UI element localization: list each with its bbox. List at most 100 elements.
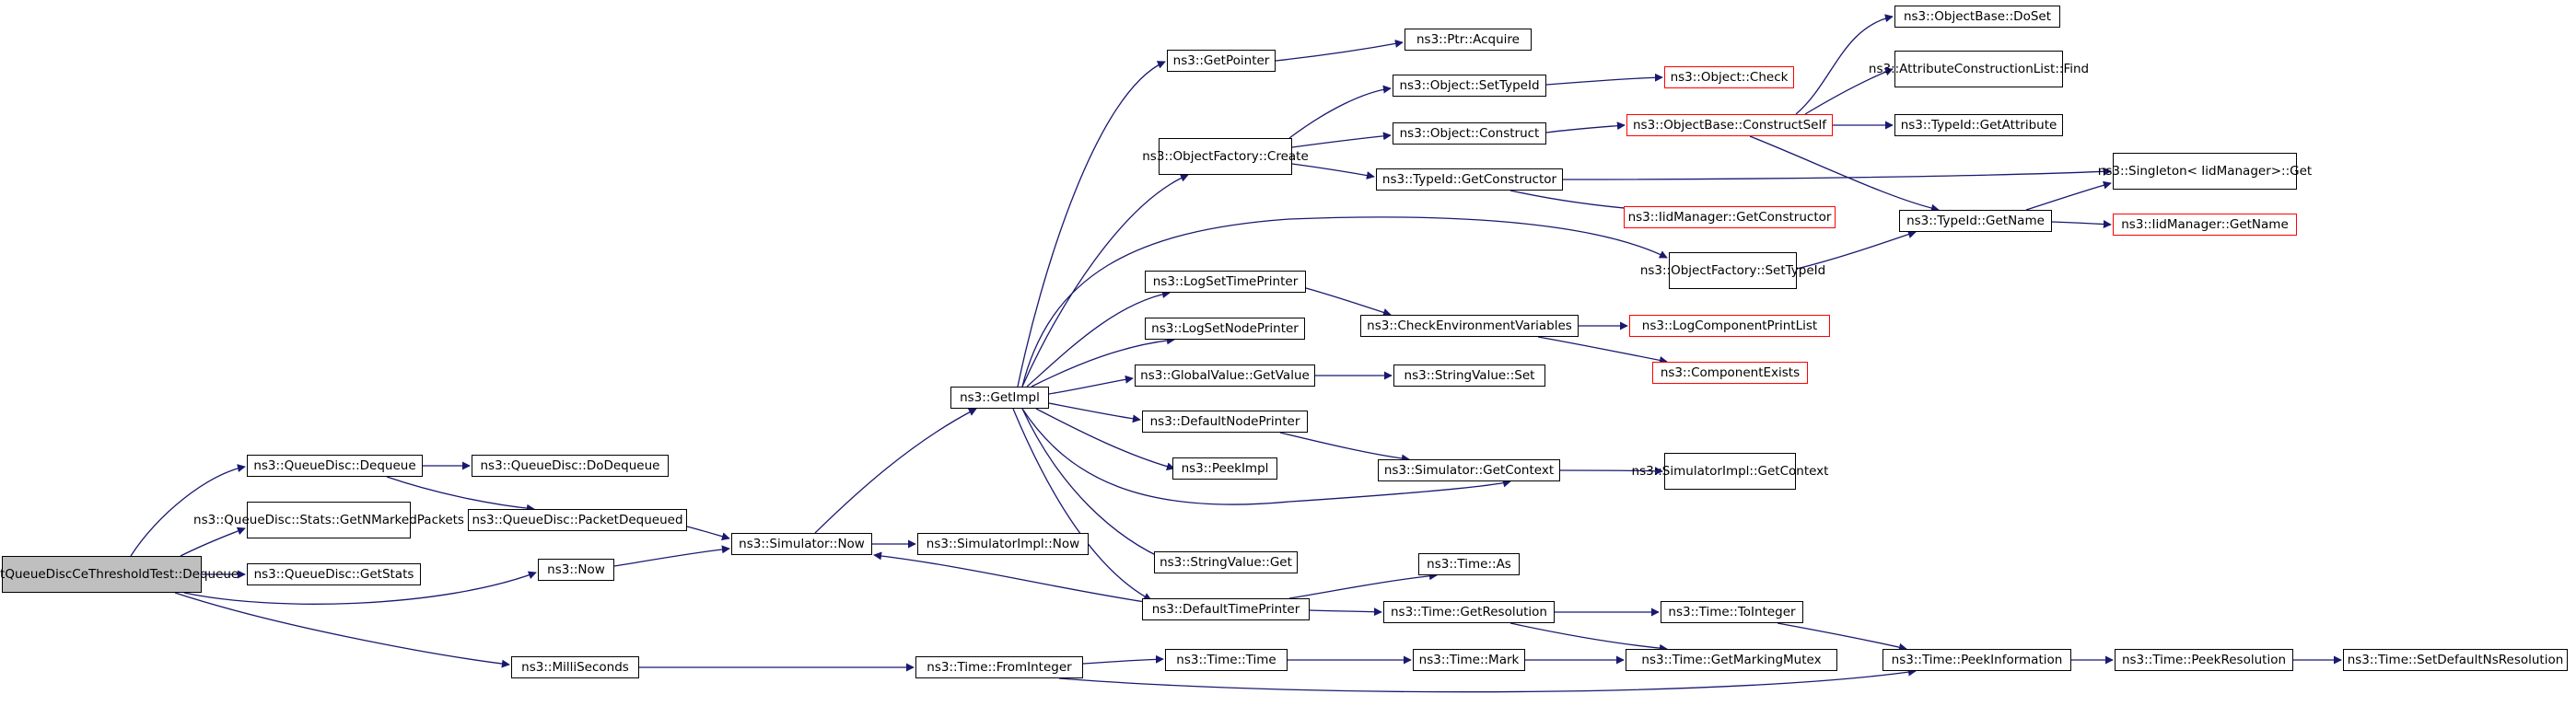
- edge-objfactory_create-to-typeid_getctor: [1291, 163, 1375, 179]
- edge-defaulttimeprinter-to-time_getres: [1309, 608, 1382, 617]
- node-label: ns3::Simulator::GetContext: [1383, 462, 1555, 478]
- node-label: ns3::ObjectFactory: [1639, 262, 1757, 278]
- node-label: ns3::SimulatorImpl: [1631, 463, 1750, 479]
- node-simulatorimpl-now[interactable]: ns3::SimulatorImpl::Now: [917, 533, 1089, 555]
- node-label: ns3::GetPointer: [1172, 52, 1270, 68]
- node-singleton-iidmanager-get[interactable]: ns3::Singleton< IidManager >::Get: [2098, 153, 2312, 190]
- node-getimpl[interactable]: ns3::GetImpl: [950, 387, 1049, 409]
- node-label: ns3::Time::PeekResolution: [2121, 652, 2287, 667]
- edge-typeid_getctor-to-singleton_get: [1562, 167, 2112, 180]
- edge-time_fromint-to-time_peekinfo: [1058, 667, 1917, 693]
- node-time-getmarkingmutex[interactable]: ns3::Time::GetMarkingMutex: [1626, 649, 1837, 671]
- node-label: ns3::StringValue::Get: [1160, 554, 1292, 570]
- edge-getimpl-to-objfactory_create: [1021, 174, 1189, 388]
- edge-objfactory_create-to-obj_construct: [1291, 132, 1392, 148]
- node-label: ns3::TypeId::GetConstructor: [1381, 171, 1557, 187]
- node-logsetnodeprinter[interactable]: ns3::LogSetNodePrinter: [1145, 318, 1305, 340]
- node-label: ns3::Time::PeekInformation: [1891, 652, 2063, 667]
- edge-getimpl-to-defaulttimeprinter: [1012, 408, 1152, 601]
- node-time-time[interactable]: ns3::Time::Time: [1165, 649, 1288, 671]
- edge-root-to-milliseconds: [174, 592, 510, 668]
- edge-getimpl-to-getpointer: [1017, 61, 1166, 388]
- node-time-getresolution[interactable]: ns3::Time::GetResolution: [1383, 601, 1555, 623]
- node-simulator-now[interactable]: ns3::Simulator::Now: [731, 533, 872, 555]
- edge-time_tointeger-to-time_peekinfo: [1777, 622, 1907, 652]
- node-label: ns3::Time::Mark: [1418, 652, 1520, 667]
- node-iidmanager-getname[interactable]: ns3::IidManager::GetName: [2113, 214, 2297, 236]
- edge-sim_now-to-getimpl: [814, 408, 977, 534]
- node-defaulttimeprinter[interactable]: ns3::DefaultTimePrinter: [1142, 598, 1310, 620]
- node-iidmanager-getconstructor[interactable]: ns3::IidManager::GetConstructor: [1624, 206, 1836, 228]
- node-label: ns3::LogSetNodePrinter: [1151, 320, 1299, 336]
- node-object-settypeid[interactable]: ns3::Object::SetTypeId: [1393, 75, 1546, 97]
- node-label: ns3::Object::Construct: [1399, 125, 1540, 141]
- node-defaultnodeprinter[interactable]: ns3::DefaultNodePrinter: [1142, 411, 1308, 433]
- node-logcomponentprintlist[interactable]: ns3::LogComponentPrintList: [1629, 315, 1830, 337]
- node-label: ns3::QueueDisc::DoDequeue: [480, 457, 660, 473]
- node-label: ns3::AttributeConstruction: [1868, 61, 2034, 76]
- node-objectfactory-create[interactable]: ns3::ObjectFactory::Create: [1142, 138, 1309, 175]
- edge-obj_construct-to-objbase_constructself: [1545, 122, 1626, 133]
- node-label: Test::Dequeue: [149, 566, 239, 582]
- node-objectfactory-settypeid[interactable]: ns3::ObjectFactory::SetTypeId: [1640, 252, 1825, 289]
- node-componentexists[interactable]: ns3::ComponentExists: [1652, 362, 1808, 384]
- node-time-as[interactable]: ns3::Time::As: [1418, 553, 1520, 575]
- node-time-setdefaultnsresolution[interactable]: ns3::Time::SetDefaultNsResolution: [2343, 649, 2568, 671]
- node-simulator-getcontext[interactable]: ns3::Simulator::GetContext: [1378, 459, 1560, 481]
- node-label: ns3::Time::ToInteger: [1668, 604, 1796, 619]
- node-label: ns3::Time::FromInteger: [927, 659, 1072, 675]
- node-cobalt-ceth-dequeue: CobaltQueueDiscCeThresholdTest::Dequeue: [0, 556, 239, 593]
- node-queuedisc-packetdequeued[interactable]: ns3::QueueDisc::PacketDequeued: [468, 509, 687, 531]
- node-time-mark[interactable]: ns3::Time::Mark: [1413, 649, 1525, 671]
- node-label: ns3::ObjectBase::DoSet: [1903, 8, 2052, 24]
- node-now[interactable]: ns3::Now: [538, 559, 614, 581]
- node-simulatorimpl-getcontext[interactable]: ns3::SimulatorImpl::GetContext: [1632, 453, 1828, 490]
- node-label: ns3::Simulator::Now: [739, 536, 865, 551]
- node-time-peekinformation[interactable]: ns3::Time::PeekInformation: [1882, 649, 2071, 671]
- node-typeid-getconstructor[interactable]: ns3::TypeId::GetConstructor: [1376, 168, 1563, 191]
- node-queuedisc-dodequeue[interactable]: ns3::QueueDisc::DoDequeue: [472, 455, 669, 477]
- node-label: ns3::Time::GetMarkingMutex: [1641, 652, 1822, 667]
- node-globalvalue-getvalue[interactable]: ns3::GlobalValue::GetValue: [1135, 365, 1315, 387]
- node-queuedisc-stats-getnmarkedpackets[interactable]: ns3::QueueDisc::Stats::GetNMarkedPackets: [193, 502, 464, 538]
- node-label: ns3::TypeId::GetAttribute: [1900, 117, 2057, 133]
- edge-root-to-qd_dequeue: [130, 464, 246, 557]
- node-label: ns3::LogComponentPrintList: [1641, 318, 1818, 333]
- edge-getimpl-to-peekimpl: [1035, 408, 1175, 471]
- node-queuedisc-dequeue[interactable]: ns3::QueueDisc::Dequeue: [247, 455, 423, 477]
- node-queuedisc-getstats[interactable]: ns3::QueueDisc::GetStats: [247, 563, 421, 585]
- edge-root-to-now: [183, 571, 537, 605]
- node-time-peekresolution[interactable]: ns3::Time::PeekResolution: [2115, 649, 2293, 671]
- node-ptr-acquire[interactable]: ns3::Ptr::Acquire: [1405, 29, 1532, 51]
- edge-logsettimeprinter-to-checkenv: [1305, 287, 1392, 317]
- node-getpointer[interactable]: ns3::GetPointer: [1167, 50, 1276, 72]
- node-milliseconds[interactable]: ns3::MilliSeconds: [511, 656, 639, 678]
- node-object-construct[interactable]: ns3::Object::Construct: [1393, 122, 1546, 145]
- node-label: ns3::TypeId::GetName: [1906, 213, 2045, 228]
- node-object-check[interactable]: ns3::Object::Check: [1664, 66, 1794, 88]
- node-typeid-getname[interactable]: ns3::TypeId::GetName: [1899, 210, 2052, 232]
- node-label: ns3::IidManager::GetName: [2121, 216, 2289, 232]
- node-time-frominteger[interactable]: ns3::Time::FromInteger: [915, 656, 1083, 678]
- node-checkenvironmentvariables[interactable]: ns3::CheckEnvironmentVariables: [1360, 315, 1579, 337]
- node-label: ::GetContext: [1749, 463, 1829, 479]
- node-label: ns3::Object::Check: [1670, 69, 1789, 85]
- node-objectbase-doset[interactable]: ns3::ObjectBase::DoSet: [1894, 6, 2060, 28]
- edge-getimpl-to-sv_get: [1021, 408, 1171, 563]
- node-stringvalue-set[interactable]: ns3::StringValue::Set: [1393, 365, 1545, 387]
- node-label: ns3::QueueDisc::GetStats: [253, 566, 414, 582]
- node-logsettimeprinter[interactable]: ns3::LogSetTimePrinter: [1145, 271, 1306, 293]
- edge-time_getres-to-time_getmarkmutex: [1509, 622, 1668, 653]
- node-typeid-getattribute[interactable]: ns3::TypeId::GetAttribute: [1894, 114, 2063, 136]
- node-objectbase-constructself[interactable]: ns3::ObjectBase::ConstructSelf: [1626, 114, 1833, 136]
- node-label: ::Create: [1258, 148, 1309, 164]
- node-label: ns3::Ptr::Acquire: [1416, 31, 1520, 47]
- node-stringvalue-get[interactable]: ns3::StringValue::Get: [1154, 551, 1298, 573]
- node-time-tointeger[interactable]: ns3::Time::ToInteger: [1661, 601, 1803, 623]
- edge-obj_settypeid-to-obj_check: [1545, 73, 1663, 86]
- node-peekimpl[interactable]: ns3::PeekImpl: [1172, 457, 1277, 480]
- edge-sim_getcontext-to-simimpl_getcontext: [1559, 467, 1663, 476]
